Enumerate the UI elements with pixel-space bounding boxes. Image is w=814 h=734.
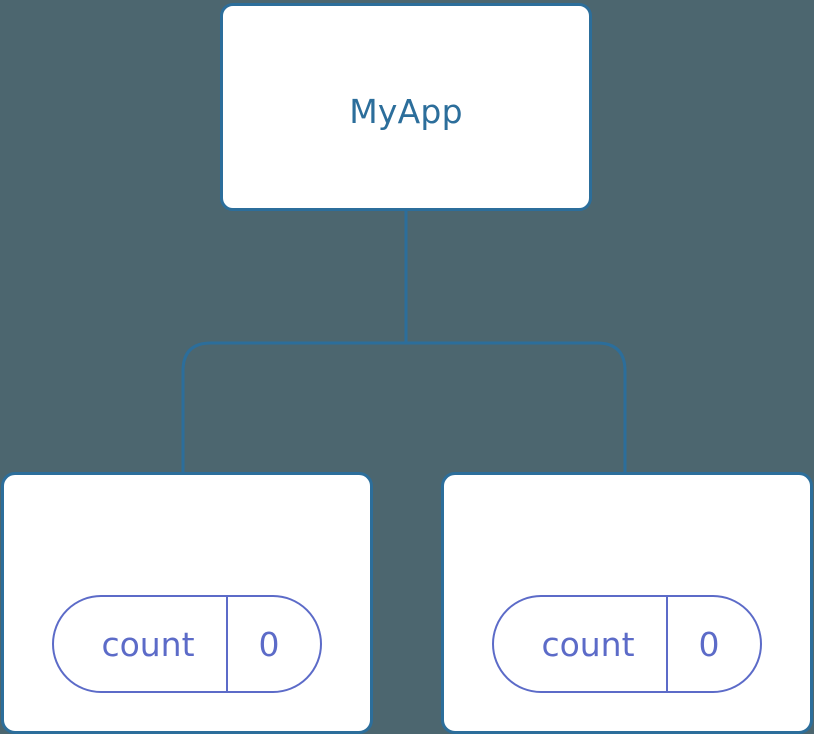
state-value-label-2: 0 xyxy=(698,624,720,664)
edge-child-bus xyxy=(181,341,627,472)
node-myapp[interactable]: MyApp xyxy=(220,3,592,211)
state-value-label-1: 0 xyxy=(258,624,280,664)
state-pill-count-1[interactable]: count 0 xyxy=(52,595,322,693)
state-pill-count-2[interactable]: count 0 xyxy=(492,595,762,693)
state-key-label-2: count xyxy=(541,624,635,664)
node-title-myapp: MyApp xyxy=(349,92,463,131)
state-pill-divider-2 xyxy=(666,597,668,691)
state-pill-divider-1 xyxy=(226,597,228,691)
node-mybutton-2[interactable]: MyButton count 0 xyxy=(441,472,813,734)
state-key-label-1: count xyxy=(101,624,195,664)
node-mybutton-1[interactable]: MyButton count 0 xyxy=(1,472,373,734)
